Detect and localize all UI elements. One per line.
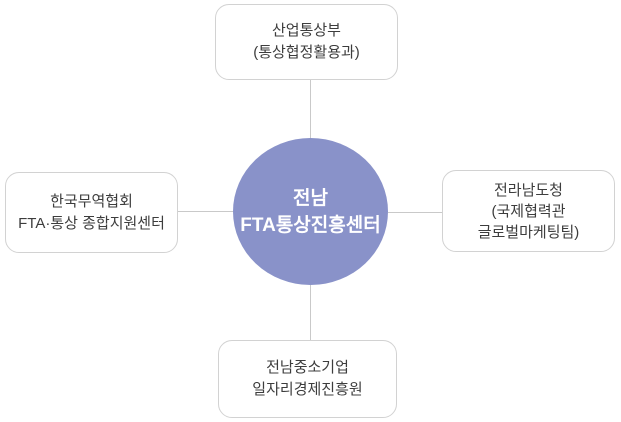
node-industry-ministry-line1: 산업통상부 [271,22,341,39]
node-jeonnam-provincial-office: 전라남도청 (국제협력관 글로벌마케팅팀) [442,170,615,252]
node-industry-ministry: 산업통상부 (통상협정활용과) [215,4,398,80]
node-kita-support-center-line2: FTA·통상 종합지원센터 [18,214,165,232]
connector-bottom [310,285,311,340]
node-jeonnam-provincial-office-line1: 전라남도청 [493,181,563,199]
node-jeonnam-sme-agency: 전남중소기업 일자리경제진흥원 [218,340,397,418]
node-jeonnam-provincial-office-line2: (국제협력관 [491,202,566,220]
center-node-line1: 전남 [293,187,328,209]
center-node-jeonnam-fta-center: 전남 FTA통상진흥센터 [233,138,388,285]
connector-right [388,212,442,213]
node-industry-ministry-line2: (통상협정활용과) [253,44,360,61]
node-kita-support-center: 한국무역협회 FTA·통상 종합지원센터 [5,172,178,253]
connector-top [310,80,311,138]
node-jeonnam-provincial-office-line3: 글로벌마케팅팀) [477,223,580,241]
center-node-line2: FTA통상진흥센터 [240,214,381,236]
node-jeonnam-sme-agency-line2: 일자리경제진흥원 [252,381,363,398]
connector-left [178,211,233,212]
node-kita-support-center-line1: 한국무역협회 [50,192,133,210]
node-jeonnam-sme-agency-line1: 전남중소기업 [266,359,349,376]
